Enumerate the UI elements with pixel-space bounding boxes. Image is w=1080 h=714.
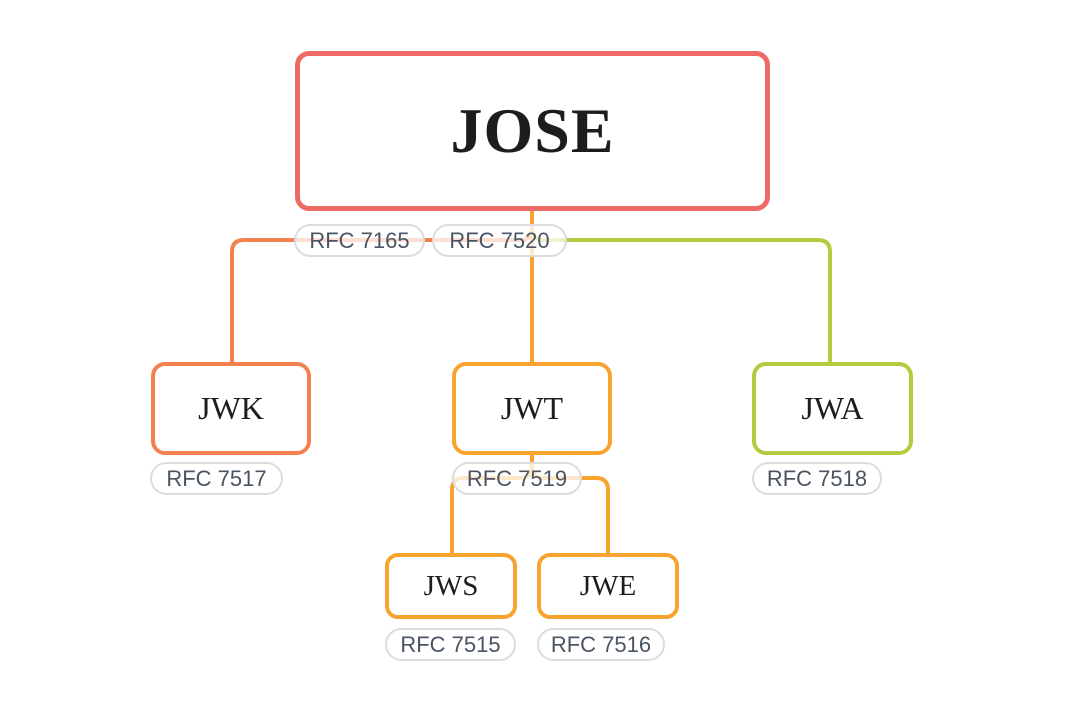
node-jwk-label: JWK bbox=[198, 390, 264, 426]
link-jose-jwa bbox=[530, 211, 832, 363]
rfc-label-7520-text: RFC 7520 bbox=[449, 227, 550, 253]
rfc-label-7165-text: RFC 7165 bbox=[309, 227, 410, 253]
rfc-label-7516-text: RFC 7516 bbox=[550, 631, 652, 657]
node-jwk[interactable]: JWK bbox=[151, 362, 311, 455]
rfc-label-7515: RFC 7515 bbox=[385, 628, 516, 661]
rfc-label-7515-text: RFC 7515 bbox=[400, 631, 501, 657]
rfc-label-7517: RFC 7517 bbox=[150, 462, 283, 495]
node-jwe[interactable]: JWE bbox=[537, 553, 679, 619]
node-jwe-label: JWE bbox=[579, 569, 637, 602]
node-jws-label: JWS bbox=[423, 569, 479, 602]
rfc-label-7518: RFC 7518 bbox=[752, 462, 882, 495]
rfc-label-7517-text: RFC 7517 bbox=[166, 465, 267, 491]
rfc-label-7518-text: RFC 7518 bbox=[766, 465, 868, 491]
rfc-label-7519: RFC 7519 bbox=[452, 462, 582, 495]
node-jwt-label: JWT bbox=[500, 390, 564, 426]
node-jwa[interactable]: JWA bbox=[752, 362, 913, 455]
node-jws[interactable]: JWS bbox=[385, 553, 517, 619]
node-jose[interactable]: JOSE bbox=[295, 51, 770, 211]
node-jwt[interactable]: JWT bbox=[452, 362, 612, 455]
rfc-label-7516: RFC 7516 bbox=[537, 628, 665, 661]
node-jose-label: JOSE bbox=[450, 95, 615, 166]
rfc-label-7519-text: RFC 7519 bbox=[466, 465, 568, 491]
rfc-label-7165: RFC 7165 bbox=[294, 224, 425, 257]
rfc-label-7520: RFC 7520 bbox=[432, 224, 567, 257]
node-jwa-label: JWA bbox=[801, 390, 864, 426]
